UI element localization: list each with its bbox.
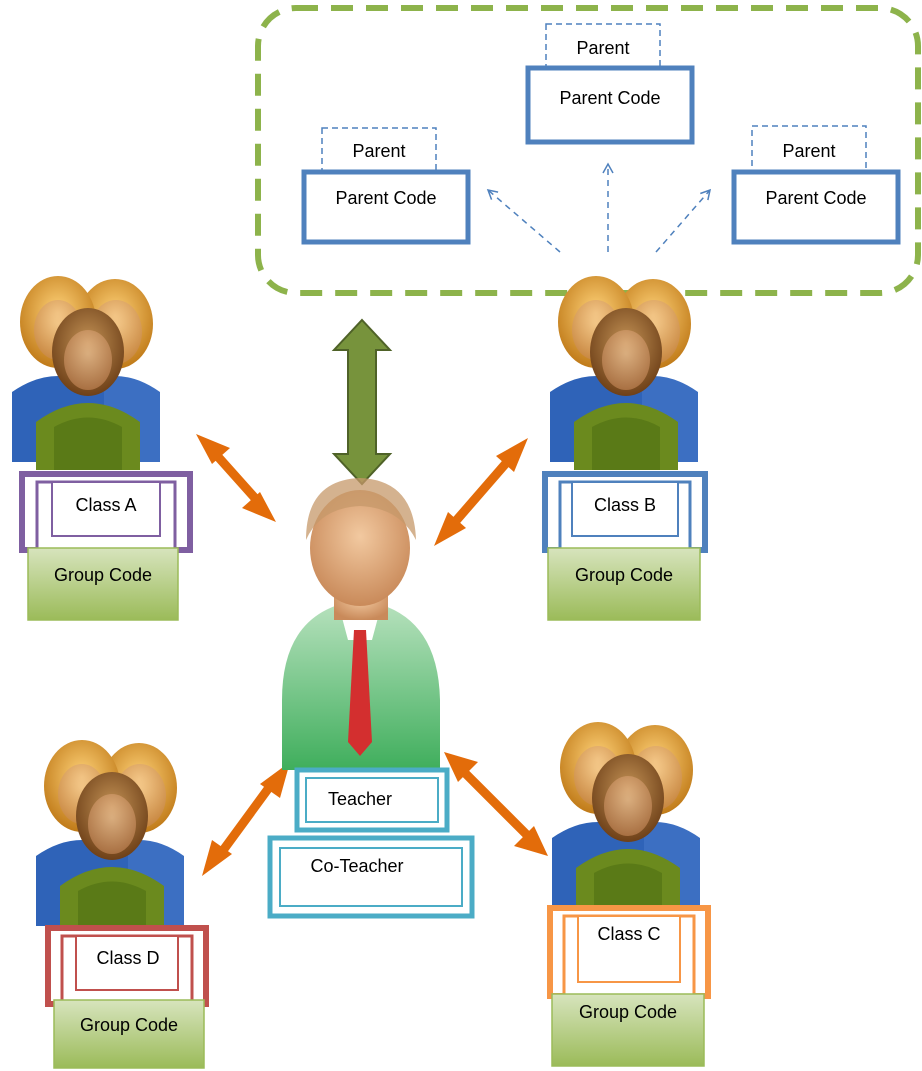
teacher-box[interactable]: Teacher [294, 767, 450, 833]
class-c-card[interactable]: Class C Group Code [547, 905, 711, 1067]
class-c-label: Class C [597, 924, 660, 944]
parent-code-box [301, 169, 471, 245]
group-code-label: Group Code [579, 1002, 677, 1022]
group-code-box [551, 993, 705, 1067]
double-arrow-teacher-class-d [202, 762, 290, 876]
class-a-label: Class A [75, 495, 136, 515]
invite-arrow [486, 188, 561, 253]
double-arrow-teacher-class-a [196, 434, 276, 522]
teacher-person-icon [282, 478, 440, 770]
group-code-label: Group Code [575, 565, 673, 585]
parent-label: Parent [782, 141, 835, 161]
invite-arrow [655, 188, 712, 253]
group-code-box [27, 547, 179, 621]
parent-code-label: Parent Code [765, 188, 866, 208]
parent-card[interactable]: Parent Parent Code [731, 125, 901, 245]
people-group-icon [552, 722, 700, 916]
people-group-icon [550, 276, 698, 470]
group-code-label: Group Code [80, 1015, 178, 1035]
parent-label: Parent [352, 141, 405, 161]
parent-code-box [525, 65, 695, 145]
parent-card[interactable]: Parent Parent Code [301, 127, 471, 245]
double-arrow-teacher-class-c [444, 752, 548, 856]
class-b-card[interactable]: Class B Group Code [542, 471, 708, 621]
people-group-icon [36, 740, 184, 934]
class-d-label: Class D [96, 948, 159, 968]
teacher-label: Teacher [328, 789, 392, 809]
co-teacher-label: Co-Teacher [310, 856, 403, 876]
double-arrow-teacher-parents [331, 318, 393, 486]
parent-code-label: Parent Code [335, 188, 436, 208]
group-code-box [547, 547, 701, 621]
class-b-label: Class B [594, 495, 656, 515]
parent-card[interactable]: Parent Parent Code [525, 23, 695, 145]
parent-code-box [731, 169, 901, 245]
parent-label: Parent [576, 38, 629, 58]
parent-tab [751, 125, 867, 173]
parent-code-label: Parent Code [559, 88, 660, 108]
double-arrow-teacher-class-b [434, 438, 528, 546]
people-group-icon [12, 276, 160, 470]
group-code-box [53, 999, 205, 1069]
class-d-card[interactable]: Class D Group Code [45, 925, 209, 1069]
co-teacher-box[interactable]: Co-Teacher [267, 835, 475, 919]
class-a-card[interactable]: Class A Group Code [19, 471, 193, 621]
group-code-label: Group Code [54, 565, 152, 585]
